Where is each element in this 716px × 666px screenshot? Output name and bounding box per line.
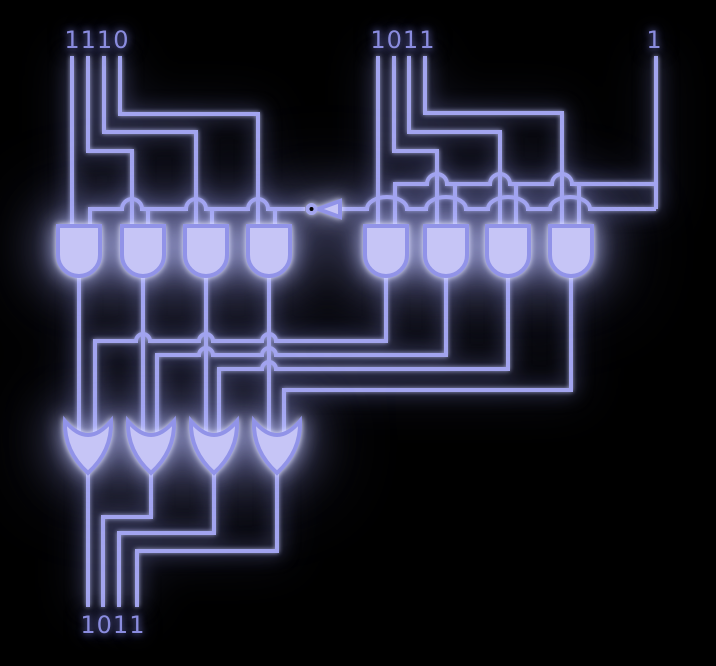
or-gate-2[interactable] xyxy=(125,415,177,476)
wire xyxy=(155,274,448,438)
not-gate[interactable] xyxy=(312,198,342,220)
and-gate-7[interactable] xyxy=(485,224,531,278)
output-value: 1011 xyxy=(80,611,146,639)
wire xyxy=(282,274,573,438)
and-gate-3[interactable] xyxy=(183,224,229,278)
wire xyxy=(102,56,198,230)
wire xyxy=(117,470,216,607)
wires-layer xyxy=(70,56,658,607)
wire xyxy=(217,274,510,438)
wire xyxy=(340,195,656,211)
input-a-value: 1110 xyxy=(64,26,130,54)
wire xyxy=(101,470,153,607)
wire xyxy=(88,197,305,230)
or-gate-4[interactable] xyxy=(251,415,303,476)
wire xyxy=(93,274,388,438)
and-gate-5[interactable] xyxy=(363,224,409,278)
select-value: 1 xyxy=(646,26,663,54)
and-gate-6[interactable] xyxy=(423,224,469,278)
and-gate-2[interactable] xyxy=(120,224,166,278)
wire xyxy=(135,470,279,607)
wire xyxy=(423,56,564,230)
and-gate-4[interactable] xyxy=(246,224,292,278)
wire xyxy=(407,56,502,230)
or-gate-1[interactable] xyxy=(62,415,114,476)
wire xyxy=(393,172,656,230)
and-gate-8[interactable] xyxy=(548,224,594,278)
wire xyxy=(392,56,439,230)
wire xyxy=(118,56,260,230)
wire xyxy=(86,56,134,230)
and-gate-1[interactable] xyxy=(56,224,102,278)
input-b-value: 1011 xyxy=(370,26,436,54)
not-gate-bubble xyxy=(305,203,318,215)
or-gate-3[interactable] xyxy=(188,415,240,476)
gates-layer xyxy=(56,198,594,476)
